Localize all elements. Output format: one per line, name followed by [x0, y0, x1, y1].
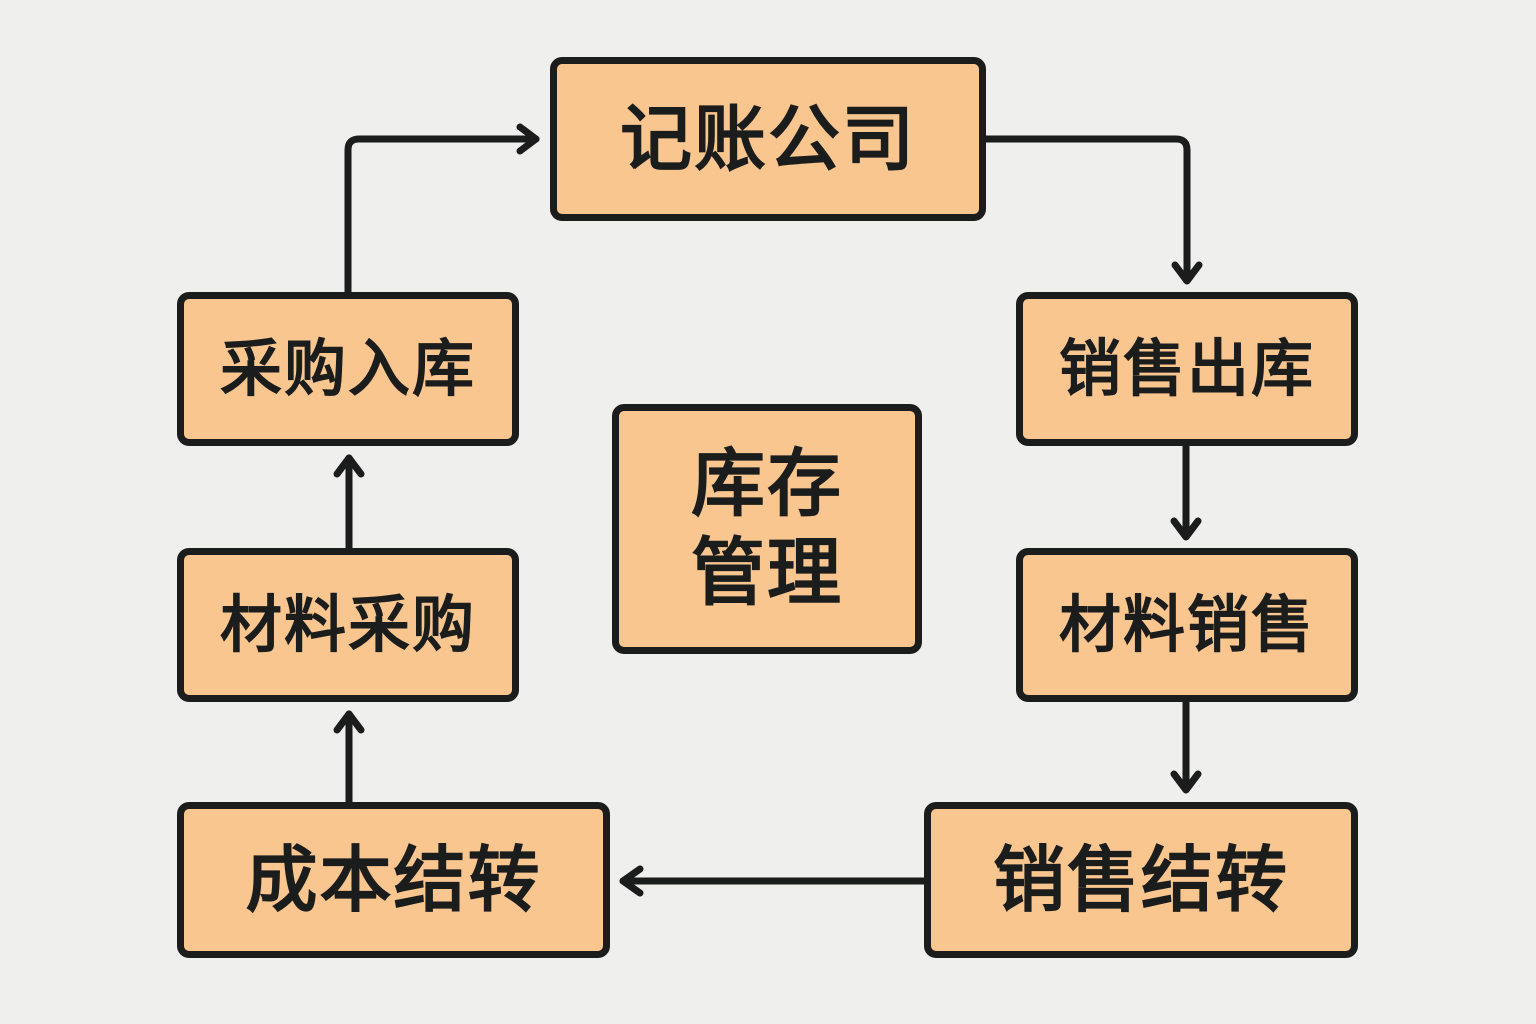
node-cost-carryover: 成本结转 [177, 802, 610, 958]
arrowhead-up-icon [333, 710, 365, 734]
node-label: 成本结转 [245, 837, 542, 922]
node-sales-outbound: 销售出库 [1016, 292, 1358, 446]
node-label-line-1: 库存 [691, 441, 843, 528]
arrowhead-left-icon [619, 865, 644, 897]
node-material-sales: 材料销售 [1016, 548, 1358, 702]
arrowhead-up-icon [333, 454, 365, 478]
node-label: 记账公司 [619, 96, 916, 181]
node-label: 销售结转 [992, 837, 1289, 922]
arrowhead-down-icon [1170, 517, 1202, 541]
node-label-line-2: 管理 [691, 530, 843, 616]
node-inventory-management: 库存 管理 [612, 404, 922, 654]
node-label: 销售出库 [1058, 331, 1315, 405]
node-label: 采购入库 [219, 331, 476, 405]
arrowhead-down-icon [1171, 261, 1203, 285]
node-label: 材料销售 [1058, 587, 1315, 661]
node-label: 材料采购 [219, 587, 476, 661]
edge-purchase-inbound-to-company [344, 135, 540, 296]
node-sales-carryover: 销售结转 [924, 802, 1358, 958]
node-bookkeeping-company: 记账公司 [550, 57, 986, 221]
arrowhead-down-icon [1170, 770, 1202, 794]
node-purchase-inbound: 采购入库 [177, 292, 519, 446]
arrowhead-right-icon [516, 123, 540, 155]
edge-company-to-sales-outbound [982, 135, 1191, 284]
node-material-purchase: 材料采购 [177, 548, 519, 702]
